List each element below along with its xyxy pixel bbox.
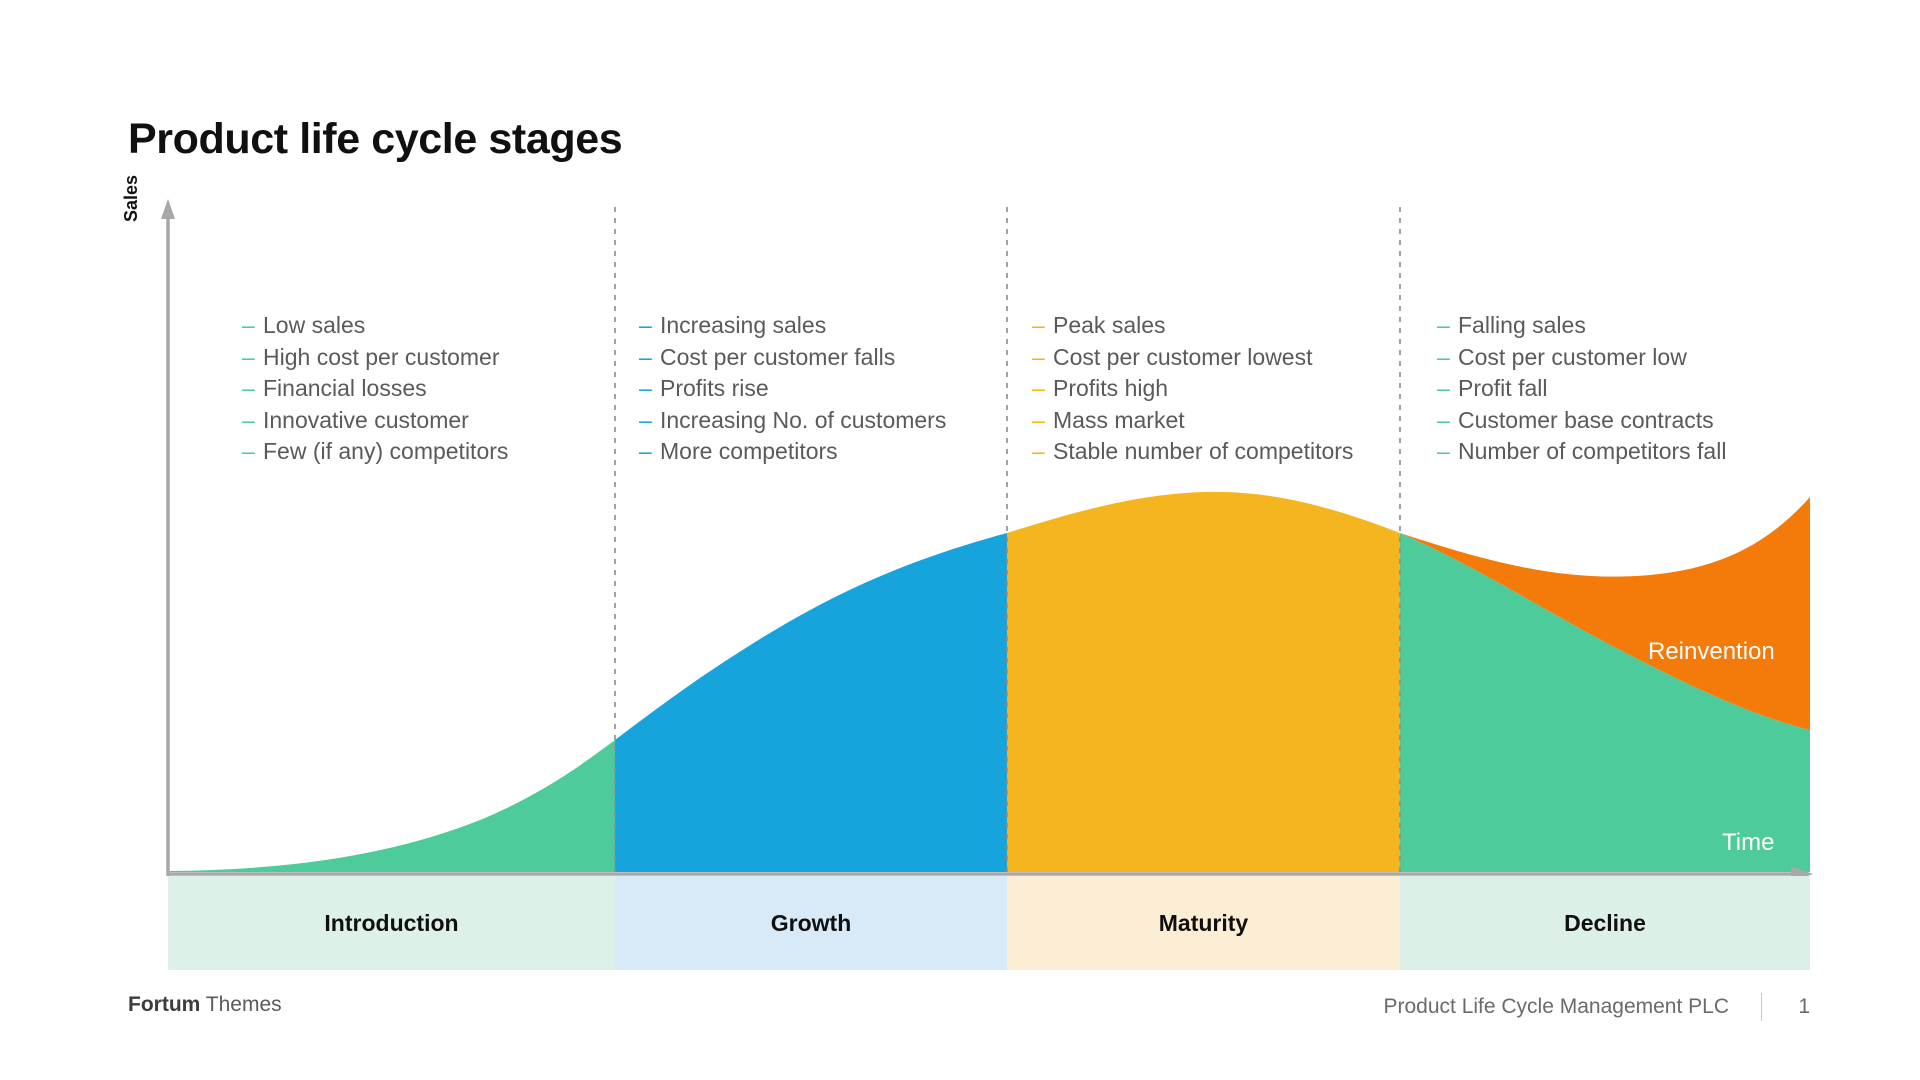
y-axis-arrowhead [161,199,175,219]
stage-label-maturity[interactable]: Maturity [1007,876,1400,970]
area-introduction [168,740,615,872]
page-title: Product life cycle stages [128,115,623,163]
footer-divider [1761,993,1762,1021]
page-number: 1 [1798,995,1810,1018]
area-maturity [1007,491,1400,872]
x-axis-label: Time [1722,829,1775,856]
footer-brand: Fortum Themes [128,993,282,1017]
area-reinvention [1400,497,1810,730]
footer-right: Product Life Cycle Management PLC 1 [1383,993,1810,1021]
area-growth [615,533,1007,872]
stage-label-band: Introduction Growth Maturity Decline [168,876,1810,970]
stage-label-growth[interactable]: Growth [615,876,1007,970]
y-axis-label: Sales [121,174,141,222]
stage-label-introduction[interactable]: Introduction [168,876,615,970]
footer-brand-bold: Fortum [128,993,201,1016]
footer-deck-title: Product Life Cycle Management PLC [1383,995,1729,1018]
reinvention-label: Reinvention [1648,638,1775,665]
stage-label-decline[interactable]: Decline [1400,876,1810,970]
area-decline [1400,533,1810,872]
footer-brand-rest: Themes [200,993,282,1016]
